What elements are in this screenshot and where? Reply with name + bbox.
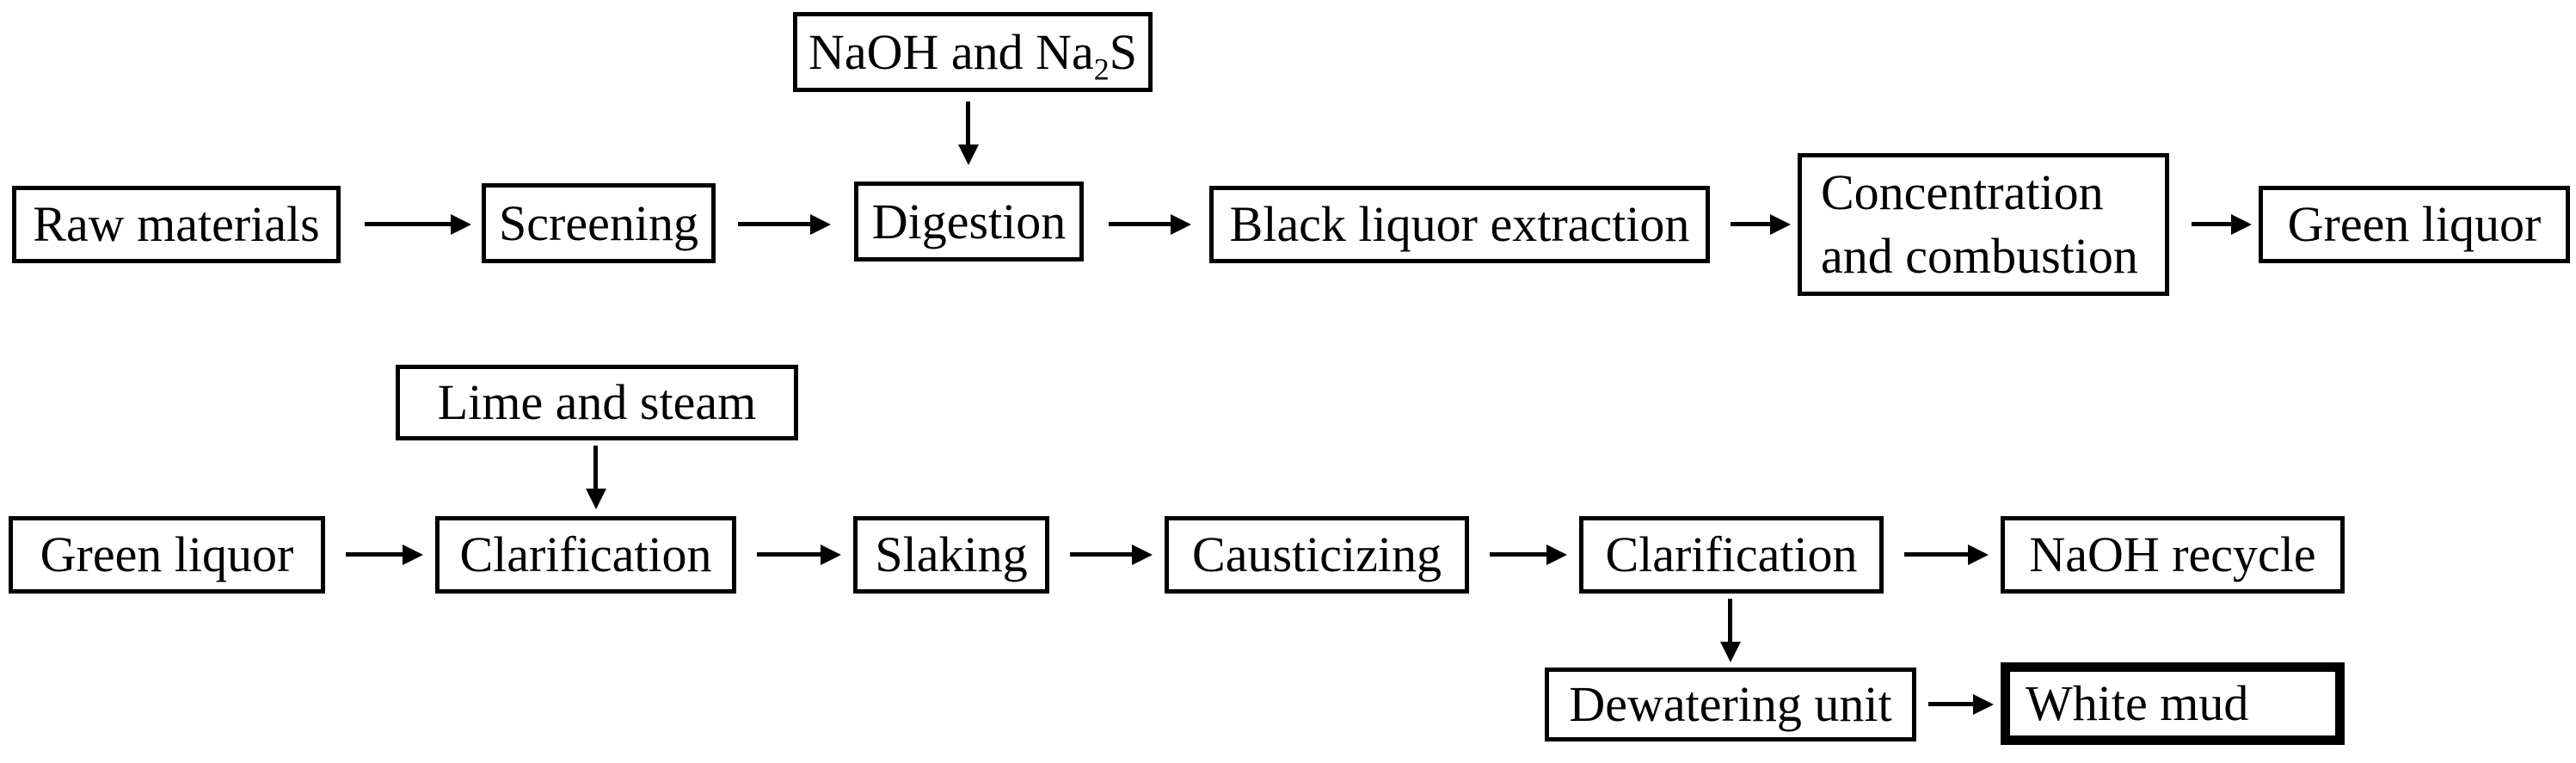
node-black-liquor-extraction: Black liquor extraction bbox=[1209, 186, 1710, 263]
node-digestion: Digestion bbox=[854, 182, 1084, 262]
node-black-liquor-extraction-label: Black liquor extraction bbox=[1229, 196, 1690, 253]
node-dewatering-unit: Dewatering unit bbox=[1545, 668, 1916, 741]
arrow-clarification-1-to-slaking bbox=[757, 552, 821, 557]
arrow-lime-and-steam-to-clarification-1 bbox=[593, 446, 598, 489]
node-screening-label: Screening bbox=[499, 194, 698, 251]
node-green-liquor-in: Green liquor bbox=[9, 516, 325, 594]
node-digestion-label: Digestion bbox=[871, 193, 1067, 249]
arrow-black-liquor-extraction-to-concentration bbox=[1731, 222, 1770, 226]
node-causticizing: Causticizing bbox=[1165, 516, 1469, 594]
node-white-mud-label: White mud bbox=[2026, 675, 2249, 732]
node-green-liquor-in-label: Green liquor bbox=[40, 526, 294, 583]
arrow-dewatering-unit-to-white-mud bbox=[1928, 702, 1973, 706]
arrow-clarification-2-to-dewatering-unit bbox=[1728, 599, 1732, 642]
node-naoh-and-na2s: NaOH and Na2S bbox=[793, 12, 1153, 92]
node-lime-and-steam: Lime and steam bbox=[396, 365, 798, 440]
arrow-clarification-2-to-naoh-recycle bbox=[1904, 552, 1968, 557]
arrow-concentration-to-green-liquor bbox=[2192, 222, 2231, 226]
arrow-causticizing-to-clarification-2 bbox=[1490, 552, 1546, 557]
node-clarification-2: Clarification bbox=[1579, 516, 1884, 594]
naoh-label-subscript: 2 bbox=[1093, 52, 1110, 87]
node-naoh-recycle-label: NaOH recycle bbox=[2029, 526, 2316, 583]
naoh-label-post: S bbox=[1109, 23, 1138, 80]
node-raw-materials-label: Raw materials bbox=[33, 196, 320, 253]
naoh-label-pre: NaOH and Na bbox=[808, 23, 1094, 80]
arrow-green-liquor-to-clarification-1 bbox=[346, 552, 403, 557]
node-green-liquor-out: Green liquor bbox=[2259, 186, 2570, 263]
node-concentration-line2: and combustion bbox=[1821, 228, 2138, 284]
node-dewatering-unit-label: Dewatering unit bbox=[1569, 676, 1892, 733]
node-causticizing-label: Causticizing bbox=[1192, 526, 1442, 583]
node-raw-materials: Raw materials bbox=[12, 186, 341, 263]
node-naoh-recycle: NaOH recycle bbox=[2001, 516, 2345, 594]
arrow-digestion-to-black-liquor-extraction bbox=[1109, 222, 1171, 226]
node-screening: Screening bbox=[482, 183, 716, 263]
arrow-screening-to-digestion bbox=[738, 222, 810, 226]
node-slaking: Slaking bbox=[853, 516, 1049, 594]
node-clarification-1: Clarification bbox=[435, 516, 736, 594]
arrow-slaking-to-causticizing bbox=[1070, 552, 1132, 557]
node-concentration-and-combustion: Concentration and combustion bbox=[1798, 153, 2169, 296]
arrow-raw-materials-to-screening bbox=[365, 222, 451, 226]
node-naoh-and-na2s-label: NaOH and Na2S bbox=[808, 23, 1138, 84]
node-concentration-line1: Concentration bbox=[1821, 163, 2104, 220]
node-clarification-1-label: Clarification bbox=[459, 526, 712, 583]
arrow-naoh-and-na2s-to-digestion bbox=[966, 102, 970, 145]
node-green-liquor-out-label: Green liquor bbox=[2287, 196, 2542, 253]
node-slaking-label: Slaking bbox=[875, 526, 1028, 583]
node-clarification-2-label: Clarification bbox=[1605, 526, 1858, 583]
node-white-mud: White mud bbox=[2001, 662, 2345, 745]
node-lime-and-steam-label: Lime and steam bbox=[437, 374, 757, 431]
